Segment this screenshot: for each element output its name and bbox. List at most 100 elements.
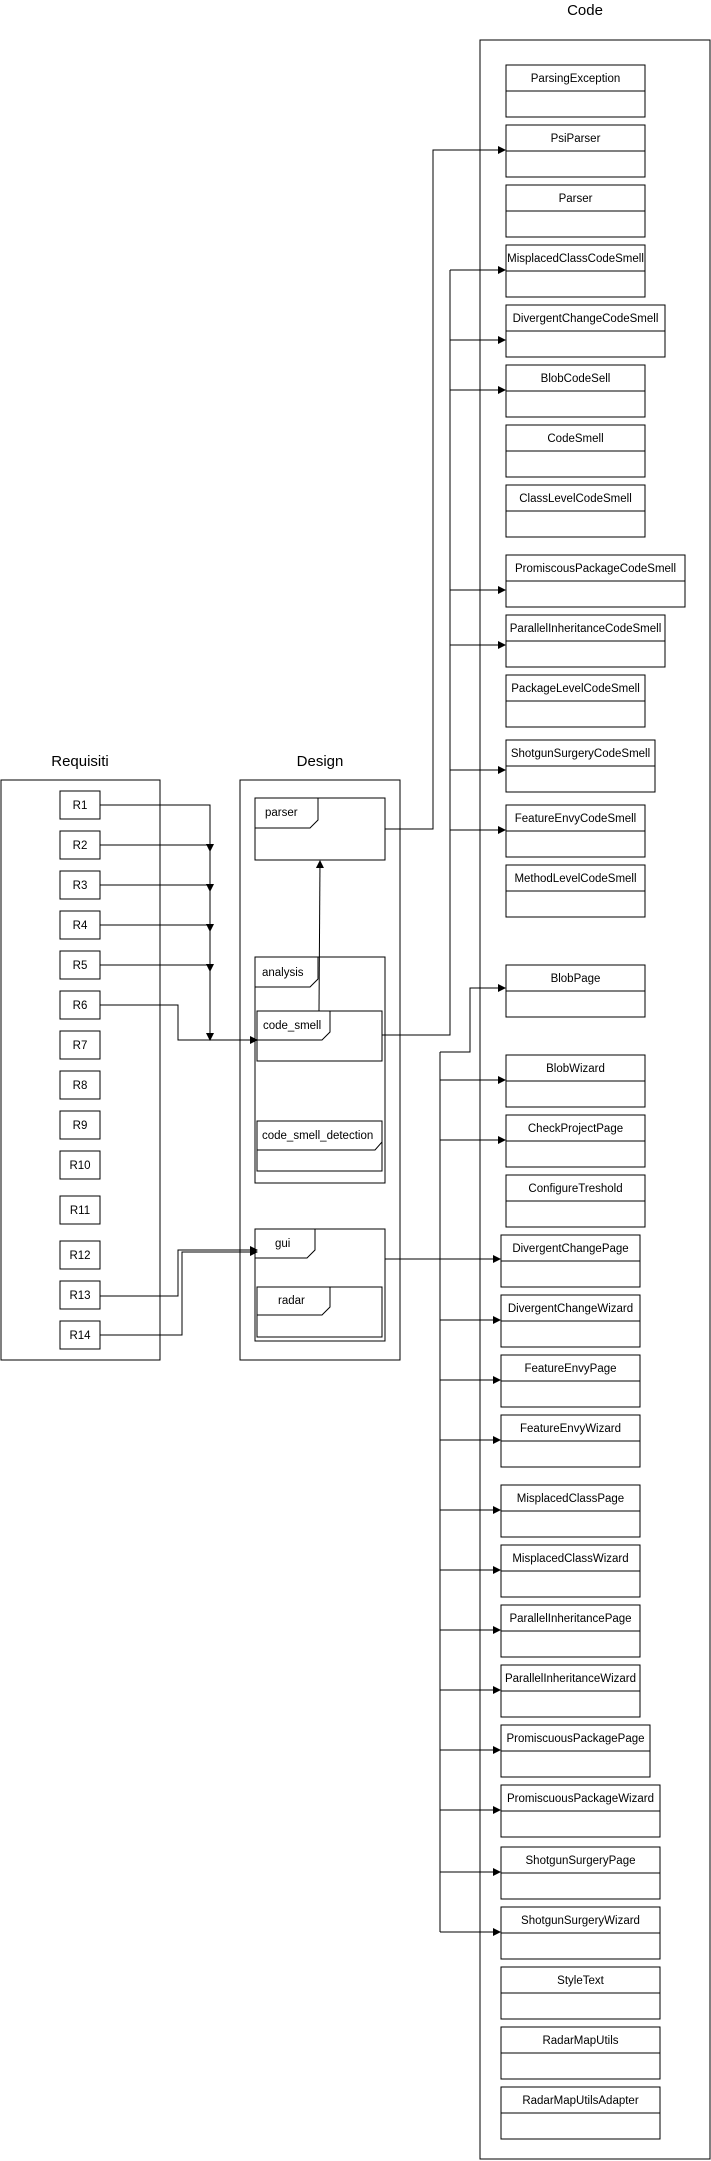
code-class-name: BlobWizard — [546, 1063, 605, 1075]
design-column-title: Design — [297, 753, 344, 770]
code-class-name: DivergentChangeCodeSmell — [513, 313, 659, 325]
code-class-box: PackageLevelCodeSmell — [505, 674, 646, 728]
requirement-box — [59, 870, 101, 900]
parser-package-label: parser — [265, 807, 298, 819]
code-class-name: ClassLevelCodeSmell — [519, 493, 632, 505]
code-class-name: BlobCodeSell — [541, 373, 611, 385]
requirement-label: R13 — [69, 1290, 90, 1302]
code-class-name: ParallelInheritanceWizard — [505, 1673, 636, 1685]
code-class-box: CheckProjectPage — [505, 1114, 646, 1168]
code-class-name: CheckProjectPage — [528, 1123, 623, 1135]
code-class-name: FeatureEnvyPage — [524, 1363, 616, 1375]
gui-package-label: gui — [275, 1238, 290, 1250]
code-smell-connectors — [382, 266, 506, 1036]
code-class-name: Parser — [559, 193, 593, 205]
code-class-name: ShotgunSurgeryPage — [526, 1855, 636, 1867]
code-smell-package — [256, 1010, 383, 1062]
code-class-name: PackageLevelCodeSmell — [511, 683, 640, 695]
requirement-label: R12 — [69, 1250, 90, 1262]
code-class-box: FeatureEnvyCodeSmell — [505, 804, 646, 858]
code-class-box: MisplacedClassPage — [500, 1484, 641, 1538]
code-class-name: PromiscuousPackagePage — [506, 1733, 644, 1745]
requirement-box — [59, 1030, 101, 1060]
code-class-box: RadarMapUtils — [500, 2026, 661, 2080]
requirement-label: R11 — [70, 1205, 90, 1217]
code-class-box: ShotgunSurgeryPage — [500, 1846, 661, 1900]
code-class-box: PromiscuousPackageWizard — [500, 1784, 661, 1838]
code-class-box: FeatureEnvyPage — [500, 1354, 641, 1408]
requirement-label: R10 — [69, 1160, 90, 1172]
code-class-box: PsiParser — [505, 124, 646, 178]
code-class-name: ParsingException — [531, 73, 621, 85]
code-class-box: ParallelInheritanceCodeSmell — [505, 614, 666, 668]
code-class-name: DivergentChangePage — [512, 1243, 628, 1255]
code-class-box: PromiscuousPackagePage — [500, 1724, 651, 1778]
code-class-box: BlobPage — [505, 964, 646, 1018]
requirement-label: R2 — [73, 840, 88, 852]
code-class-box: BlobCodeSell — [505, 364, 646, 418]
code-class-box: ParsingException — [505, 64, 646, 118]
requirement-box — [59, 950, 101, 980]
code-class-box: StyleText — [500, 1966, 661, 2020]
code-class-box: DivergentChangePage — [500, 1234, 641, 1288]
requisiti-column-title: Requisiti — [51, 753, 109, 770]
code-smell-to-parser-arrow — [315, 860, 324, 1012]
code-smell-detection-package-label: code_smell_detection — [262, 1130, 373, 1142]
code-class-name: PsiParser — [551, 133, 601, 145]
parser-package: parser — [254, 797, 386, 861]
code-smell-detection-package — [256, 1120, 383, 1172]
code-class-box: ShotgunSurgeryWizard — [500, 1906, 661, 1960]
code-class-box: ClassLevelCodeSmell — [505, 484, 646, 538]
code-class-box: ParallelInheritanceWizard — [500, 1664, 641, 1718]
code-class-name: ConfigureTreshold — [528, 1183, 622, 1195]
code-class-box: CodeSmell — [505, 424, 646, 478]
code-class-box: DivergentChangeCodeSmell — [505, 304, 666, 358]
radar-package-label: radar — [278, 1295, 305, 1307]
requisiti-container — [0, 779, 161, 1361]
code-classes: ParsingExceptionPsiParserParserMisplaced… — [500, 64, 686, 2140]
requirement-box — [59, 1195, 101, 1225]
code-class-box: RadarMapUtilsAdapter — [500, 2086, 661, 2140]
requirement-box — [59, 1280, 101, 1310]
requirement-label: R5 — [73, 960, 88, 972]
requirement-box — [59, 1320, 101, 1350]
requirement-box — [59, 1110, 101, 1140]
code-class-box: ParallelInheritancePage — [500, 1604, 641, 1658]
analysis-package-label: analysis — [262, 967, 304, 979]
code-class-name: ParallelInheritanceCodeSmell — [510, 623, 662, 635]
requirement-label: R8 — [73, 1080, 88, 1092]
requirement-box — [59, 1240, 101, 1270]
code-class-box: MisplacedClassCodeSmell — [505, 244, 646, 298]
requirements-list: R1 R2 R3 R4 R5 R6 R7 R8 R9 R10 R11 R12 R… — [59, 790, 101, 1350]
code-class-name: StyleText — [557, 1975, 604, 1987]
requirement-label: R4 — [73, 920, 88, 932]
analysis-package: analysis code_smell code_smell_detection — [254, 956, 386, 1184]
code-class-name: MisplacedClassWizard — [512, 1553, 628, 1565]
requirement-box — [59, 1150, 101, 1180]
code-class-name: FeatureEnvyCodeSmell — [515, 813, 636, 825]
code-class-name: MisplacedClassPage — [517, 1493, 624, 1505]
code-class-box: ConfigureTreshold — [505, 1174, 646, 1228]
code-class-box: MethodLevelCodeSmell — [505, 864, 646, 918]
requirement-box — [59, 1070, 101, 1100]
parser-to-psiparser-connector — [385, 146, 506, 830]
code-class-box: Parser — [505, 184, 646, 238]
code-class-name: RadarMapUtils — [542, 2035, 618, 2047]
code-class-name: DivergentChangeWizard — [508, 1303, 633, 1315]
code-class-name: BlobPage — [551, 973, 601, 985]
code-class-name: PromiscousPackageCodeSmell — [515, 563, 676, 575]
gui-connectors — [385, 984, 506, 1936]
code-class-box: BlobWizard — [505, 1054, 646, 1108]
code-class-name: RadarMapUtilsAdapter — [522, 2095, 639, 2107]
requirement-label: R14 — [69, 1330, 91, 1342]
code-column-title: Code — [567, 2, 603, 19]
gui-package: gui radar — [254, 1228, 386, 1342]
requirement-label: R3 — [73, 880, 88, 892]
requirement-label: R9 — [73, 1120, 88, 1132]
code-class-name: CodeSmell — [547, 433, 603, 445]
code-class-box: DivergentChangeWizard — [500, 1294, 641, 1348]
radar-package — [256, 1286, 383, 1338]
requirement-label: R7 — [73, 1040, 88, 1052]
code-class-box: FeatureEnvyWizard — [500, 1414, 641, 1468]
